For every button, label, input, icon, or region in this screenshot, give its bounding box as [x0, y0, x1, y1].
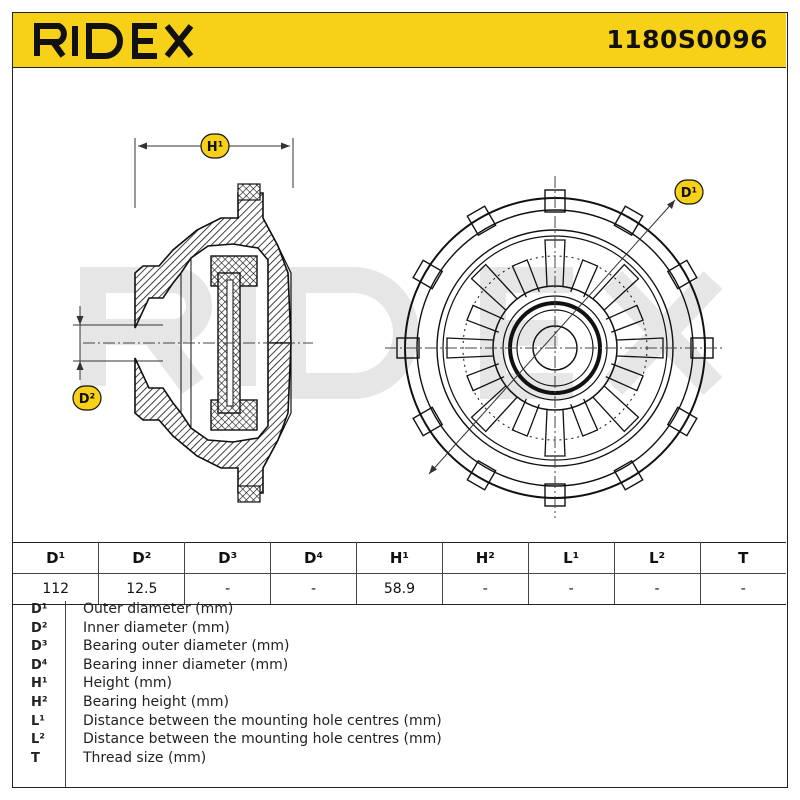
d1-badge [674, 179, 704, 205]
spec-value-l2: - [613, 573, 700, 605]
spec-header-l1: L¹ [527, 542, 615, 574]
legend-item: L¹ Distance between the mounting hole cen… [13, 713, 786, 732]
legend-item: D³ Bearing outer diameter (mm) [13, 638, 786, 657]
legend-key: T [31, 750, 40, 766]
legend-text: Bearing height (mm) [83, 693, 229, 710]
h1-label: H¹ [207, 140, 224, 155]
spec-header-h2: H² [441, 542, 529, 574]
spec-header-d3: D³ [184, 542, 271, 574]
spec-header-row: D¹ D² D³ D⁴ H¹ H² L¹ L² T [13, 542, 786, 574]
legend-item: L² Distance between the mounting hole cen… [13, 731, 786, 750]
spec-table: D¹ D² D³ D⁴ H¹ H² L¹ L² T 112 12.5 - - 5… [13, 542, 786, 605]
spec-value-t: - [699, 573, 786, 605]
d1-label: D¹ [681, 186, 698, 201]
legend: D¹ Outer diameter (mm) D² Inner diameter (… [13, 601, 786, 768]
legend-key: D⁴ [31, 657, 48, 673]
side-section-view: H¹ D² [72, 133, 313, 503]
legend-key: L² [31, 732, 45, 748]
legend-item: H¹ Height (mm) [13, 675, 786, 694]
legend-key: D³ [31, 639, 48, 655]
spec-value-d4: - [270, 573, 357, 605]
spec-header-d2: D² [98, 542, 185, 574]
legend-text: Distance between the mounting hole centr… [83, 731, 442, 748]
header-bar: 1180S0096 [13, 13, 786, 68]
h1-badge [200, 133, 230, 159]
legend-text: Bearing outer diameter (mm) [83, 638, 290, 655]
part-number: 1180S0096 [606, 25, 768, 54]
datasheet: 1180S0096 [12, 12, 788, 788]
legend-divider [65, 601, 66, 787]
legend-item: D⁴ Bearing inner diameter (mm) [13, 657, 786, 676]
legend-key: H¹ [31, 676, 48, 692]
legend-text: Outer diameter (mm) [83, 601, 234, 617]
technical-drawing: H¹ D² [72, 133, 725, 518]
legend-key: H² [31, 694, 48, 710]
spec-value-row: 112 12.5 - - 58.9 - - - - [13, 573, 786, 605]
spec-value-d2: 12.5 [98, 573, 185, 605]
spec-header-h1: H¹ [356, 542, 443, 574]
spec-value-h2: - [441, 573, 529, 605]
spec-header-l2: L² [613, 542, 700, 574]
spec-header-d1: D¹ [13, 542, 99, 574]
legend-text: Distance between the mounting hole centr… [83, 712, 442, 729]
legend-text: Inner diameter (mm) [83, 619, 230, 636]
spec-header-t: T [699, 542, 786, 574]
legend-key: D¹ [31, 602, 48, 617]
spec-value-h1: 58.9 [356, 573, 443, 605]
spec-value-d3: - [184, 573, 271, 605]
spec-value-l1: - [527, 573, 615, 605]
legend-text: Height (mm) [83, 675, 172, 692]
legend-text: Bearing inner diameter (mm) [83, 656, 289, 673]
legend-item: T Thread size (mm) [13, 750, 786, 769]
legend-item: D¹ Outer diameter (mm) [13, 601, 786, 620]
d2-badge [72, 385, 102, 411]
legend-key: L¹ [31, 713, 45, 729]
spec-header-d4: D⁴ [270, 542, 357, 574]
front-view [385, 176, 725, 518]
legend-text: Thread size (mm) [83, 749, 207, 766]
d2-label: D² [79, 392, 96, 407]
watermark [80, 267, 723, 399]
legend-key: D² [31, 620, 48, 636]
legend-item: D² Inner diameter (mm) [13, 620, 786, 639]
legend-item: H² Bearing height (mm) [13, 694, 786, 713]
brand-logo [34, 23, 194, 59]
spec-value-d1: 112 [13, 573, 99, 605]
